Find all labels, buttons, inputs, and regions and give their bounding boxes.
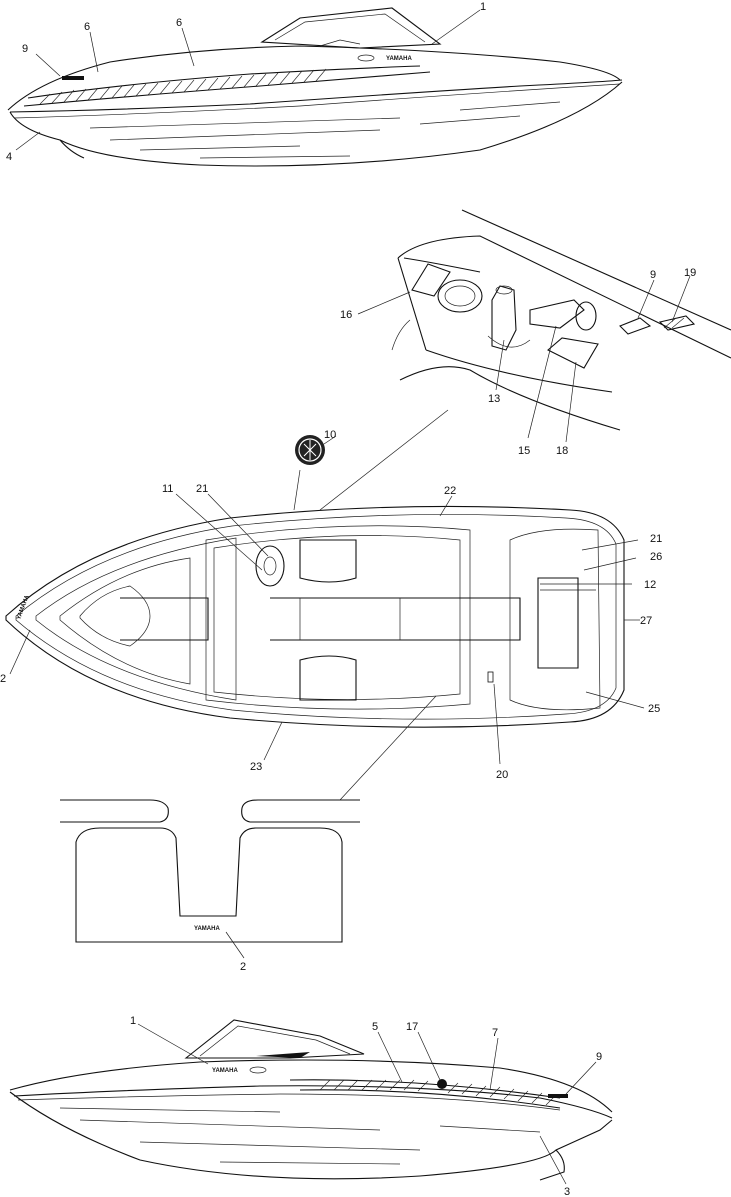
- callout-2-a: 2: [0, 673, 6, 685]
- callout-17: 17: [406, 1021, 418, 1033]
- callout-12: 12: [644, 579, 656, 591]
- callout-4: 4: [6, 151, 12, 163]
- callout-20: 20: [496, 769, 508, 781]
- callout-27: 27: [640, 615, 652, 627]
- callout-10: 10: [324, 429, 336, 441]
- plan-view-hull: YAMAHA: [5, 493, 645, 801]
- callout-21-a: 21: [196, 483, 208, 495]
- callout-5: 5: [372, 1021, 378, 1033]
- seat-pad-brand: YAMAHA: [194, 926, 220, 932]
- seat-pad-detail: YAMAHA: [60, 799, 360, 959]
- callout-7: 7: [492, 1027, 498, 1039]
- callout-23: 23: [250, 761, 262, 773]
- callout-1-bottom: 1: [130, 1015, 136, 1027]
- callout-18: 18: [556, 445, 568, 457]
- callout-9-bottom: 9: [596, 1051, 602, 1063]
- callout-21-b: 21: [650, 533, 662, 545]
- callout-25: 25: [648, 703, 660, 715]
- svg-text:YAMAHA: YAMAHA: [16, 594, 31, 621]
- callout-9-top: 9: [22, 43, 28, 55]
- callout-15: 15: [518, 445, 530, 457]
- top-hull-brand: YAMAHA: [386, 56, 412, 62]
- callout-3: 3: [564, 1186, 570, 1197]
- top-hull-side-view: YAMAHA: [7, 7, 623, 167]
- callout-6-a: 6: [84, 21, 90, 33]
- emblem-badge: [293, 435, 337, 511]
- callout-2-b: 2: [240, 961, 246, 973]
- bottom-hull-side-view: YAMAHA: [9, 1019, 613, 1185]
- callout-1-top: 1: [480, 1, 486, 13]
- callout-11: 11: [162, 483, 173, 495]
- callout-26: 26: [650, 551, 662, 563]
- callout-22: 22: [444, 485, 456, 497]
- callout-13: 13: [488, 393, 500, 405]
- callout-16: 16: [340, 309, 352, 321]
- callout-9-detail: 9: [650, 269, 656, 281]
- callout-19: 19: [684, 267, 696, 279]
- callout-labels: 1 6 6 9 4 16 13 9 19 15 18 10 11 21 22 2…: [0, 1, 696, 1197]
- console-detail-view: [319, 209, 731, 511]
- bottom-hull-brand: YAMAHA: [212, 1068, 238, 1074]
- callout-6-b: 6: [176, 17, 182, 29]
